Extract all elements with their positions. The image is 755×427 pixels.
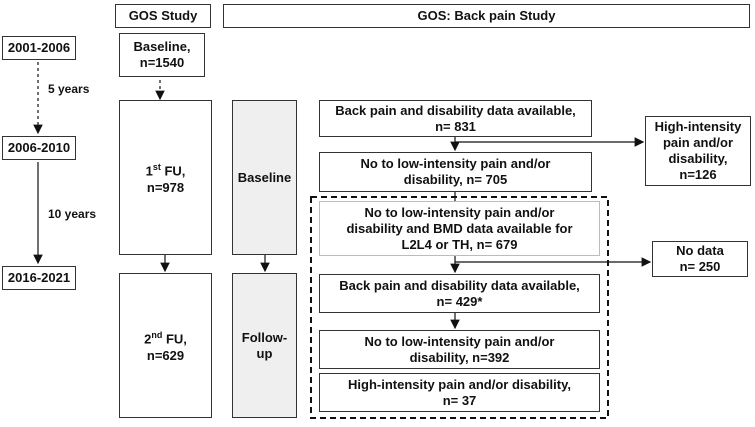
followup-available-box: Back pain and disability data available,…	[319, 274, 600, 313]
gos-second-fu-box: 2nd FU,n=629	[119, 273, 212, 418]
followup-high-intensity-box: High-intensity pain and/or disability, n…	[319, 373, 600, 412]
gos-baseline-box: Baseline, n=1540	[119, 33, 205, 77]
period-2001-2006: 2001-2006	[2, 36, 76, 60]
low-intensity-box: No to low-intensity pain and/or disabili…	[319, 152, 592, 192]
data-available-box: Back pain and disability data available,…	[319, 100, 592, 137]
phase-followup-box: Follow- up	[232, 273, 297, 418]
gos-first-fu-box: 1st FU,n=978	[119, 100, 212, 255]
bmd-available-box: No to low-intensity pain and/or disabili…	[319, 201, 600, 256]
back-pain-study-header: GOS: Back pain Study	[223, 4, 750, 28]
period-2006-2010: 2006-2010	[2, 136, 76, 160]
no-data-box: No data n= 250	[652, 241, 748, 277]
high-intensity-box: High-intensity pain and/or disability, n…	[645, 116, 751, 186]
period-2016-2021: 2016-2021	[2, 266, 76, 290]
interval-10-years: 10 years	[48, 207, 97, 221]
interval-5-years: 5 years	[48, 82, 90, 96]
gos-study-header: GOS Study	[115, 4, 211, 28]
phase-baseline-box: Baseline	[232, 100, 297, 255]
followup-low-intensity-box: No to low-intensity pain and/or disabili…	[319, 330, 600, 369]
